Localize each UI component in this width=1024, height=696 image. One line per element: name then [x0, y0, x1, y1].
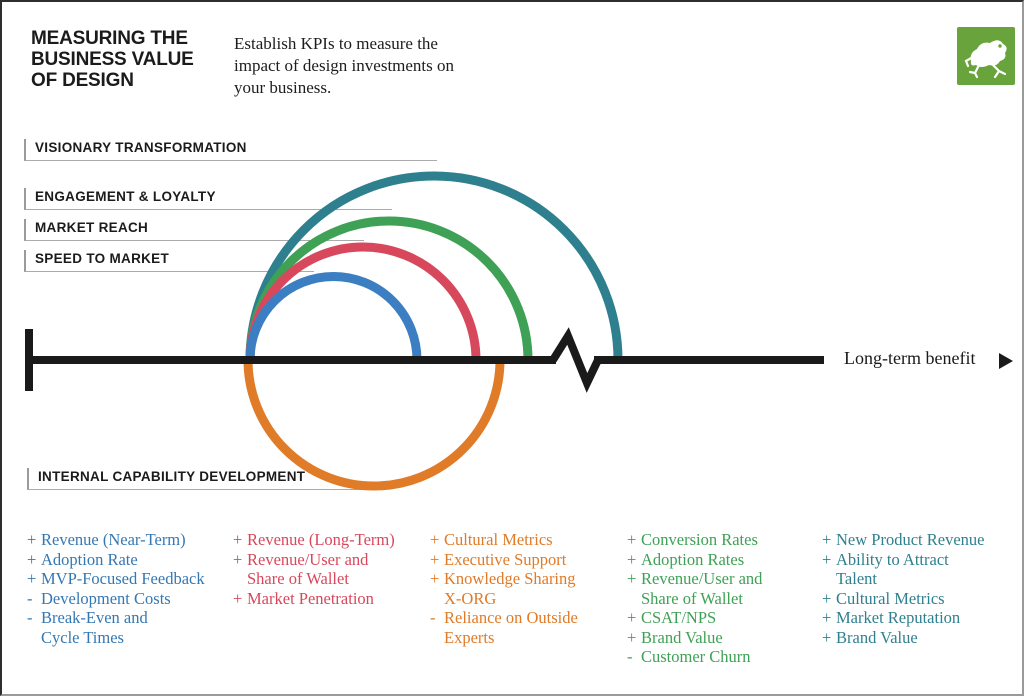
metric-text: Conversion Rates — [641, 530, 758, 549]
axis-caption: Long-term benefit — [844, 348, 976, 368]
metric-text: Brand Value — [641, 627, 723, 647]
metric-text: Revenue (Long-Term) — [247, 530, 395, 549]
metric-text: Development Costs — [41, 588, 171, 608]
metric-sign: + — [430, 549, 440, 569]
page-title: MEASURING THE BUSINESS VALUE OF DESIGN — [31, 28, 194, 91]
metric-sign: + — [430, 569, 440, 588]
metric-item: -Customer Churn — [627, 647, 827, 667]
arc-label-internal-capability: INTERNAL CAPABILITY DEVELOPMENT — [27, 468, 376, 490]
metric-item: +Adoption Rate — [27, 550, 227, 570]
metric-sign: + — [27, 530, 37, 549]
axis-start-tick — [25, 329, 33, 391]
metric-sign: - — [27, 608, 33, 627]
metric-item: +Adoption Rates — [627, 550, 827, 570]
metric-sign: + — [822, 530, 832, 549]
arc-label-market-reach: MARKET REACH — [24, 219, 364, 241]
metric-sign: + — [627, 627, 637, 647]
metric-text: Cultural Metrics — [836, 588, 945, 608]
metric-item: +Brand Value — [627, 628, 827, 648]
metric-sign: - — [627, 647, 633, 666]
metric-item: +Market Penetration — [233, 589, 433, 609]
metric-item: +Conversion Rates — [627, 530, 827, 550]
arc-engagement-loyalty — [245, 216, 533, 361]
metric-item: +CSAT/NPS — [627, 608, 827, 628]
arc-label-speed-to-market: SPEED TO MARKET — [24, 250, 314, 272]
metric-item: -Development Costs — [27, 589, 227, 609]
metrics-column-internal-capability-development: +Cultural Metrics+Executive Support+Know… — [430, 530, 630, 647]
page-title-line: BUSINESS VALUE — [31, 49, 194, 70]
metric-text: Market Reputation — [836, 608, 961, 627]
metric-text: New Product Revenue — [836, 530, 985, 549]
metric-item: +Cultural Metrics — [430, 530, 630, 550]
metric-text: Cultural Metrics — [444, 530, 553, 549]
metric-item: +MVP-Focused Feedback — [27, 569, 227, 589]
arc-label-visionary-transformation: VISIONARY TRANSFORMATION — [24, 139, 437, 161]
metric-item: +New Product Revenue — [822, 530, 1022, 550]
metric-text: Revenue (Near-Term) — [41, 530, 186, 549]
metric-sign: + — [233, 530, 243, 549]
metric-sign: + — [233, 549, 243, 569]
metrics-row: +Revenue (Near-Term)+Adoption Rate+MVP-F… — [2, 530, 1022, 690]
metric-text: CSAT/NPS — [641, 608, 717, 627]
metric-sign: - — [430, 608, 436, 627]
metric-sign: + — [233, 588, 243, 608]
metric-item: +Revenue (Long-Term) — [233, 530, 433, 550]
arc-speed-to-market — [245, 272, 422, 361]
metric-sign: + — [822, 608, 832, 627]
metric-text: Market Penetration — [247, 588, 374, 608]
frog-icon — [957, 27, 1015, 85]
metric-text: Adoption Rates — [641, 549, 745, 569]
metric-text: Executive Support — [444, 549, 567, 569]
metric-sign: - — [27, 588, 33, 608]
metric-sign: + — [430, 530, 440, 549]
metric-text: Customer Churn — [641, 647, 751, 666]
arrow-right-icon — [999, 353, 1013, 369]
metric-text: Adoption Rate — [41, 549, 138, 569]
metric-sign: + — [27, 569, 37, 588]
metric-item: +Executive Support — [430, 550, 630, 570]
frog-logo — [957, 27, 1015, 85]
metric-text: MVP-Focused Feedback — [41, 569, 205, 588]
arc-label-engagement-loyalty: ENGAGEMENT & LOYALTY — [24, 188, 392, 210]
metric-sign: + — [822, 588, 832, 608]
metric-item: +Brand Value — [822, 628, 1022, 648]
axis-break-icon — [549, 327, 602, 393]
metric-sign: + — [627, 549, 637, 569]
page-title-line: OF DESIGN — [31, 70, 134, 91]
metrics-column-engagement-loyalty: +Conversion Rates+Adoption Rates+Revenue… — [627, 530, 827, 667]
metric-sign: + — [627, 530, 637, 549]
metric-sign: + — [27, 549, 37, 569]
metric-item: +Revenue (Near-Term) — [27, 530, 227, 550]
metric-text: Brand Value — [836, 627, 918, 647]
metrics-column-speed-to-market: +Revenue (Near-Term)+Adoption Rate+MVP-F… — [27, 530, 227, 647]
metric-sign: + — [627, 569, 637, 588]
page-title-line: MEASURING THE — [31, 28, 188, 49]
metric-item: +Cultural Metrics — [822, 589, 1022, 609]
metric-item: +Market Reputation — [822, 608, 1022, 628]
metric-sign: + — [627, 608, 637, 627]
page-subtitle: Establish KPIs to measure the impact of … — [234, 34, 455, 97]
metric-sign: + — [822, 627, 832, 647]
metric-sign: + — [822, 549, 832, 569]
